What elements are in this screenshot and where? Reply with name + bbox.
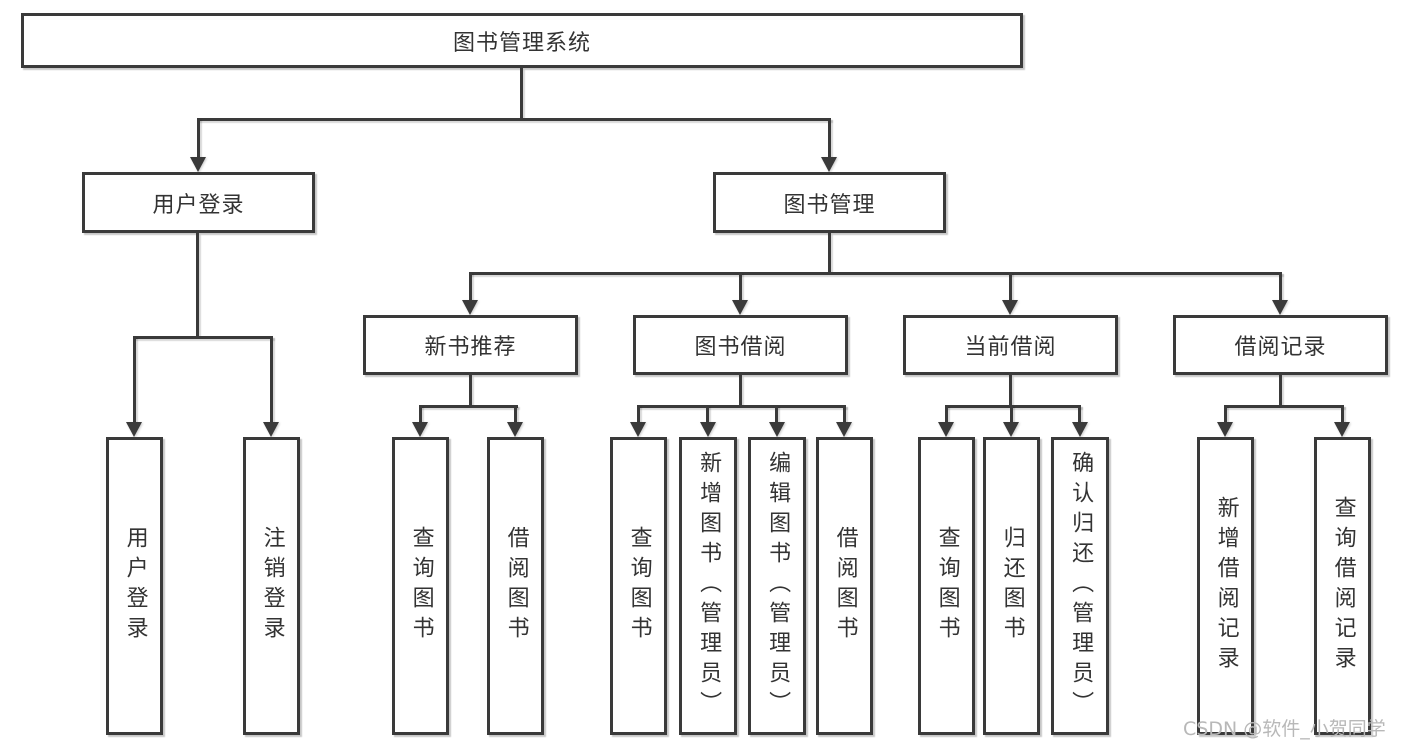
down-arrowhead-icon: [507, 422, 523, 437]
down-arrowhead-icon: [263, 422, 279, 437]
connector-leaf-drop: [843, 405, 846, 423]
node-root: 图书管理系统: [21, 13, 1023, 68]
node-leaf-return-books: 归还图书: [983, 437, 1040, 735]
connector-user-login-stem: [196, 233, 199, 336]
down-arrowhead-icon: [1217, 422, 1233, 437]
down-arrowhead-icon: [1002, 300, 1018, 315]
down-arrowhead-icon: [769, 422, 785, 437]
node-borrow-records: 借阅记录: [1173, 315, 1388, 375]
connector-leaf-drop: [514, 405, 517, 423]
connector-to-login-leaf: [133, 336, 136, 422]
connector-new-book-recommend-stem: [469, 375, 472, 405]
connector-to-borrow-records: [1279, 272, 1282, 302]
node-leaf-confirm-return-admin: 确认归还（管理员）: [1051, 437, 1109, 735]
down-arrowhead-icon: [630, 422, 646, 437]
connector-leaf-drop: [419, 405, 422, 423]
connector-borrow-records-branch-line: [1224, 405, 1344, 408]
connector-user-login-branch-line: [133, 336, 273, 339]
down-arrowhead-icon: [836, 422, 852, 437]
node-new-book-recommend: 新书推荐: [363, 315, 578, 375]
connector-leaf-drop: [1224, 405, 1227, 423]
connector-borrow-records-stem: [1279, 375, 1282, 405]
node-leaf-query-books-borrow: 查询图书: [610, 437, 667, 735]
down-arrowhead-icon: [412, 422, 428, 437]
connector-to-book-management: [828, 118, 831, 158]
node-leaf-query-books-recommend-label: 查询图书: [408, 526, 434, 646]
down-arrowhead-icon: [732, 300, 748, 315]
connector-current-borrow-branch-line: [945, 405, 1081, 408]
node-leaf-add-borrow-record-label: 新增借阅记录: [1213, 496, 1239, 676]
node-leaf-user-login: 用户登录: [106, 437, 163, 735]
connector-leaf-drop: [1341, 405, 1344, 423]
node-leaf-return-books-label: 归还图书: [999, 526, 1025, 646]
down-arrowhead-icon: [126, 422, 142, 437]
node-leaf-borrow-books-recommend-label: 借阅图书: [503, 526, 529, 646]
connector-leaf-drop: [1010, 405, 1013, 423]
node-leaf-query-borrow-record-label: 查询借阅记录: [1330, 496, 1356, 676]
connector-book-management-branch-line: [469, 272, 1282, 275]
node-leaf-query-books-recommend: 查询图书: [392, 437, 449, 735]
connector-root-branch-line: [197, 118, 831, 121]
down-arrowhead-icon: [700, 422, 716, 437]
csdn-watermark: CSDN @软件_小贺同学: [1183, 718, 1386, 740]
node-leaf-query-books-current: 查询图书: [918, 437, 975, 735]
down-arrowhead-icon: [1072, 422, 1088, 437]
node-leaf-add-books-admin: 新增图书（管理员）: [679, 437, 737, 735]
node-book-management: 图书管理: [713, 172, 946, 233]
connector-to-new-book-recommend: [469, 272, 472, 302]
node-leaf-confirm-return-admin-label: 确认归还（管理员）: [1068, 451, 1094, 721]
node-leaf-add-borrow-record: 新增借阅记录: [1197, 437, 1254, 735]
connector-leaf-drop: [1078, 405, 1081, 423]
down-arrowhead-icon: [821, 157, 837, 172]
connector-new-book-recommend-branch-line: [419, 405, 518, 408]
node-leaf-logout-label: 注销登录: [259, 526, 285, 646]
node-leaf-query-borrow-record: 查询借阅记录: [1314, 437, 1371, 735]
node-leaf-borrow-books: 借阅图书: [816, 437, 873, 735]
node-leaf-borrow-books-label: 借阅图书: [832, 526, 858, 646]
connector-to-book-borrow: [739, 272, 742, 302]
node-leaf-logout: 注销登录: [243, 437, 300, 735]
down-arrowhead-icon: [938, 422, 954, 437]
connector-leaf-drop: [706, 405, 709, 423]
node-user-login: 用户登录: [82, 172, 315, 233]
connector-root-stem: [520, 68, 523, 118]
node-leaf-query-books-borrow-label: 查询图书: [626, 526, 652, 646]
node-leaf-edit-books-admin: 编辑图书（管理员）: [748, 437, 806, 735]
node-leaf-add-books-admin-label: 新增图书（管理员）: [696, 451, 722, 721]
down-arrowhead-icon: [1272, 300, 1288, 315]
node-leaf-user-login-label: 用户登录: [122, 526, 148, 646]
down-arrowhead-icon: [1334, 422, 1350, 437]
down-arrowhead-icon: [462, 300, 478, 315]
connector-leaf-drop: [945, 405, 948, 423]
connector-book-management-stem: [828, 233, 831, 272]
node-current-borrow: 当前借阅: [903, 315, 1118, 375]
node-leaf-edit-books-admin-label: 编辑图书（管理员）: [765, 451, 791, 721]
connector-book-borrow-branch-line: [637, 405, 846, 408]
down-arrowhead-icon: [190, 157, 206, 172]
connector-to-current-borrow: [1009, 272, 1012, 302]
connector-to-logout-leaf: [270, 336, 273, 422]
down-arrowhead-icon: [1003, 422, 1019, 437]
connector-leaf-drop: [637, 405, 640, 423]
connector-book-borrow-stem: [739, 375, 742, 405]
node-book-borrow: 图书借阅: [633, 315, 848, 375]
connector-current-borrow-stem: [1009, 375, 1012, 405]
node-leaf-query-books-current-label: 查询图书: [934, 526, 960, 646]
connector-to-user-login: [197, 118, 200, 158]
node-leaf-borrow-books-recommend: 借阅图书: [487, 437, 544, 735]
connector-leaf-drop: [775, 405, 778, 423]
